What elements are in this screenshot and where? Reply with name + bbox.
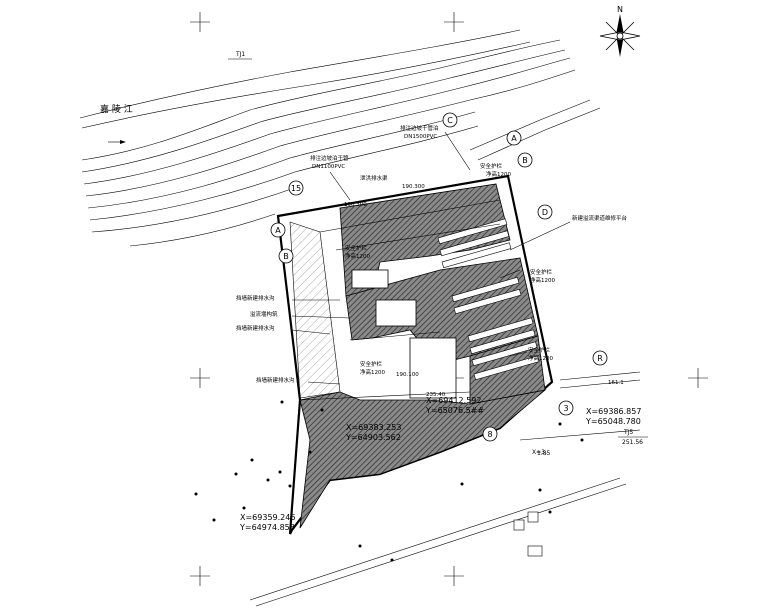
circle-r-label: R <box>597 354 603 363</box>
elevation-5: 161.1 <box>608 380 624 386</box>
benchmark-tags: TJ5 251.56 TJ1 X=3. 1.85 <box>228 51 648 457</box>
river-contours <box>79 29 576 247</box>
left-callout-1: 挡墙新建排水沟 <box>236 294 275 302</box>
trunk-pipe-spec: DN1500PVC <box>404 134 437 140</box>
safe-4-label: 安全护栏 <box>528 346 551 354</box>
coord-3-x: X=69386.857 <box>586 407 641 416</box>
safe-3-height: 净高1200 <box>530 276 555 284</box>
safe-1-label: 安全护栏 <box>480 162 503 170</box>
circle-c-label: C <box>447 116 453 125</box>
platform-label: 新建溢流渠道维修平台 <box>572 214 628 222</box>
coordinates: X=69383.253 Y=64903.562 X=69412.592 Y=65… <box>239 396 641 532</box>
circle-8-label: 8 <box>487 430 492 439</box>
axis-circles <box>270 112 608 442</box>
coord-3-y: Y=65048.780 <box>585 417 641 426</box>
interior-lines <box>299 199 501 401</box>
roads <box>249 99 641 607</box>
drain-label: 泄洪排水渠 <box>360 174 388 182</box>
coord-1-y: Y=64903.562 <box>345 433 401 442</box>
elevation-2: 190.300 <box>402 184 425 190</box>
circle-d-label: D <box>542 208 548 217</box>
coord-1-x: X=69383.253 <box>346 423 401 432</box>
coord-2-y: Y=65076.5## <box>425 406 484 415</box>
river-name: 嘉 陵 江 <box>100 103 133 115</box>
tag-tj1: TJ1 <box>235 51 245 58</box>
tag-185: 1.85 <box>537 450 551 457</box>
circle-15-label: 15 <box>291 184 301 193</box>
coord-4-x: X=69359.246 <box>240 513 295 522</box>
hatched-area-bottom <box>299 389 547 529</box>
safe-2-label: 安全护栏 <box>345 244 368 252</box>
circle-b2-label: B <box>283 252 289 261</box>
safe-5-height: 净高1200 <box>360 368 385 376</box>
elevation-4: 190.100 <box>396 372 419 378</box>
circle-a2-label: A <box>275 226 281 235</box>
flow-arrow-head <box>120 140 126 144</box>
elevation-3: 235.40 <box>426 392 446 398</box>
tank-strips <box>437 218 540 381</box>
circle-a-label: A <box>511 134 517 143</box>
vegetation-symbols <box>194 400 584 562</box>
safe-4-height: 净高1200 <box>528 354 553 362</box>
safe-2-height: 净高1200 <box>345 252 370 260</box>
north-arrow-icon: N <box>599 5 641 57</box>
tag-x3: X=3. <box>532 449 547 456</box>
tag-tj5: TJ5 <box>623 429 633 436</box>
pipe-left-spec: DN1100PVC <box>312 164 345 170</box>
buildings <box>351 269 457 399</box>
trunk-pipe-label: 排注边坡干管泊 <box>400 124 439 132</box>
pipe-left-label: 排注边坡泊干管 <box>310 154 349 162</box>
left-callout-2: 溢流堰构筑 <box>250 310 278 318</box>
circle-b-label: B <box>522 156 528 165</box>
grid-cross-markers <box>190 12 708 586</box>
north-label: N <box>617 5 623 14</box>
elevation-1: 190.300 <box>344 202 367 208</box>
annotations: 排注边坡干管泊 DN1500PVC 排注边坡泊干管 DN1100PVC 泄洪排水… <box>236 124 628 398</box>
small-objects <box>513 511 543 557</box>
coord-4-y: Y=64974.858 <box>239 523 295 532</box>
left-callout-3: 挡墙新建排水沟 <box>236 324 275 332</box>
circle-3-label: 3 <box>563 404 568 413</box>
leader-lines <box>291 131 571 385</box>
left-callout-4: 挡墙新建排水沟 <box>256 376 295 384</box>
tag-tj5-value: 251.56 <box>622 439 643 446</box>
safe-3-label: 安全护栏 <box>530 268 553 276</box>
safe-1-height: 净高1200 <box>486 170 511 178</box>
safe-5-label: 安全护栏 <box>360 360 383 368</box>
axis-circle-letters: A B A B D R 3 15 8 C <box>275 116 603 439</box>
coord-2-x: X=69412.592 <box>426 396 481 405</box>
